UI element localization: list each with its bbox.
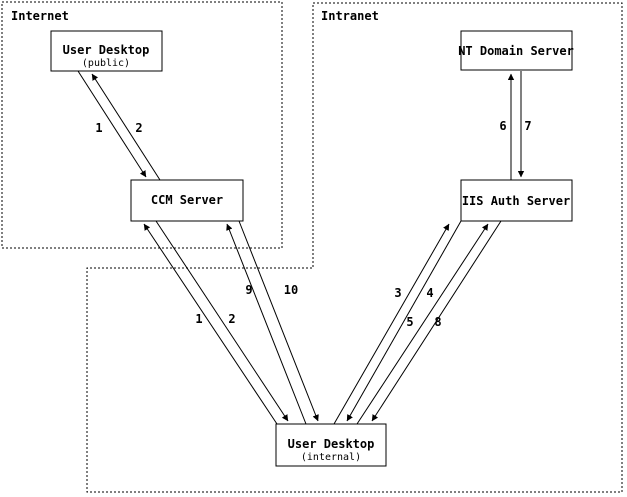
node-user-desktop-public-label: User Desktop xyxy=(63,43,150,57)
flow-arrow-labels: 1 2 1 2 3 4 5 6 7 8 9 10 xyxy=(95,119,531,329)
node-iis-auth-server-label: IIS Auth Server xyxy=(462,194,570,208)
arrow-ccm-to-public-desktop xyxy=(91,73,161,181)
zone-internet: Internet xyxy=(1,1,283,249)
node-iis-auth-server: IIS Auth Server xyxy=(460,179,573,222)
arrow-public-desktop-to-ccm xyxy=(77,70,147,178)
zone-intranet: Intranet xyxy=(86,2,623,493)
edge-label-1-public: 1 xyxy=(95,121,102,135)
node-nt-domain-server-label: NT Domain Server xyxy=(458,44,574,58)
flow-arrows xyxy=(77,70,525,425)
node-user-desktop-internal-sublabel: (internal) xyxy=(301,452,361,463)
edge-label-7: 7 xyxy=(524,119,531,133)
node-user-desktop-internal-box xyxy=(275,423,387,467)
node-ccm-server: CCM Server xyxy=(130,179,244,222)
arrow-internal-desktop-to-ccm-9 xyxy=(226,223,307,425)
node-user-desktop-public-sublabel: (public) xyxy=(82,58,130,69)
edge-label-2-public: 2 xyxy=(135,121,142,135)
node-user-desktop-internal-label: User Desktop xyxy=(288,437,375,451)
edge-label-4: 4 xyxy=(426,286,433,300)
node-user-desktop-public-box xyxy=(50,30,163,72)
edge-label-1-internal: 1 xyxy=(195,312,202,326)
arrow-ccm-to-internal-desktop-2 xyxy=(155,220,289,422)
arrow-ccm-to-internal-desktop-10 xyxy=(238,220,319,422)
edge-label-9: 9 xyxy=(245,283,252,297)
node-user-desktop-public: User Desktop (public) xyxy=(50,30,163,72)
zone-intranet-outline xyxy=(86,2,623,493)
node-nt-domain-server: NT Domain Server xyxy=(458,30,574,71)
arrow-iis-to-internal-desktop-8 xyxy=(371,220,502,422)
arrow-internal-desktop-to-iis-3 xyxy=(333,223,450,425)
node-iis-auth-server-box xyxy=(460,179,573,222)
arrow-iis-to-internal-desktop-4 xyxy=(346,220,462,422)
zone-internet-outline xyxy=(1,1,283,249)
edge-label-2-internal: 2 xyxy=(228,312,235,326)
node-ccm-server-label: CCM Server xyxy=(151,193,223,207)
edge-label-5: 5 xyxy=(406,315,413,329)
arrow-internal-desktop-to-iis-5 xyxy=(356,223,489,425)
zone-internet-label: Internet xyxy=(11,9,69,23)
edge-label-6: 6 xyxy=(499,119,506,133)
node-ccm-server-box xyxy=(130,179,244,222)
arrow-internal-desktop-to-ccm-1 xyxy=(143,223,278,425)
zone-intranet-label: Intranet xyxy=(321,9,379,23)
edge-label-10: 10 xyxy=(284,283,298,297)
node-nt-domain-server-box xyxy=(460,30,573,71)
edge-label-3: 3 xyxy=(394,286,401,300)
node-user-desktop-internal: User Desktop (internal) xyxy=(275,423,387,467)
edge-label-8: 8 xyxy=(434,315,441,329)
